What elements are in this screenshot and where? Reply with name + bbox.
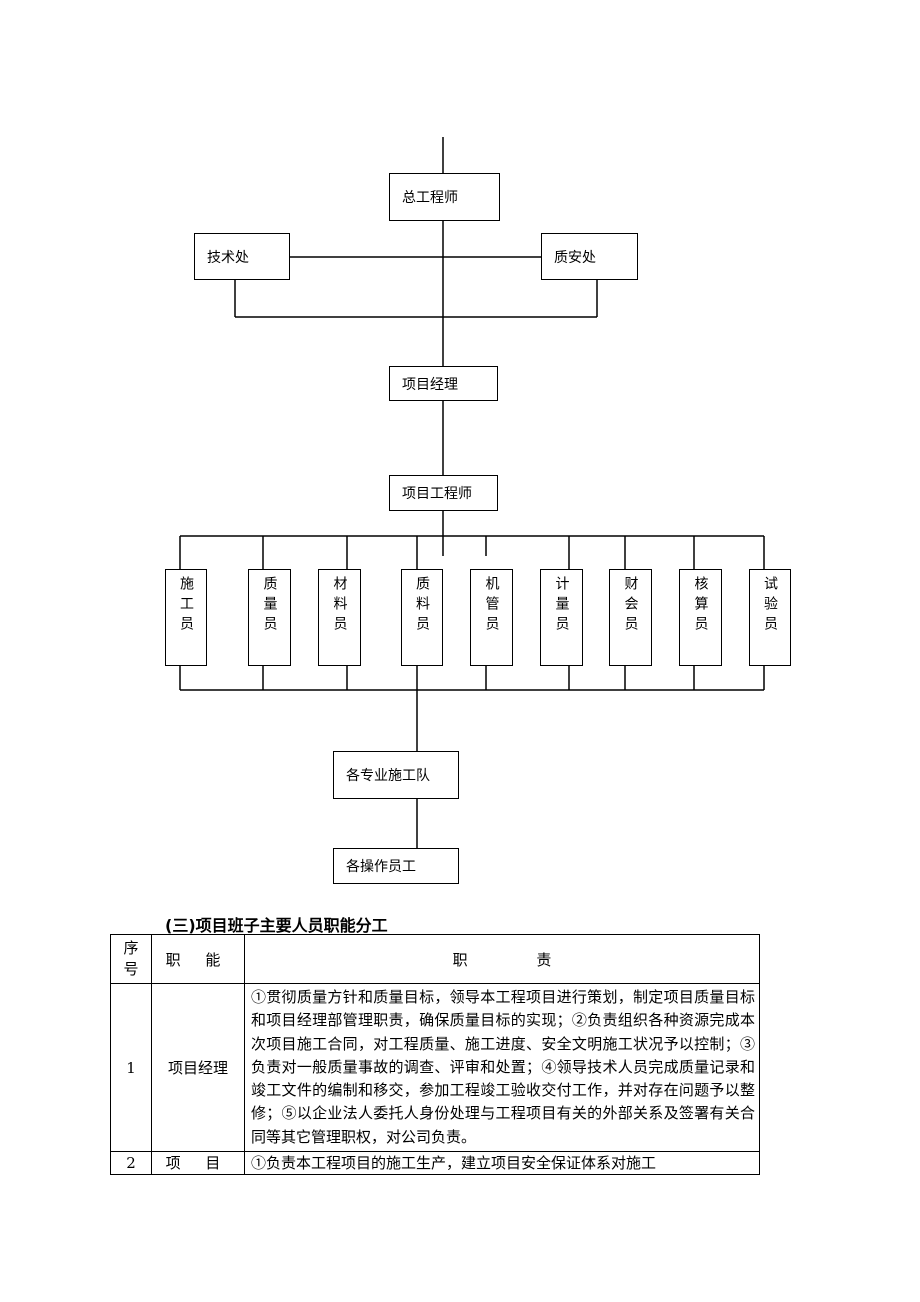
row-no: 1 [110, 982, 152, 1153]
row-duty-text: ①贯彻质量方针和质量目标，领导本工程项目进行策划，制定项目质量目标和项目经理部管… [251, 988, 755, 1146]
header-function-text: 职 能 [165, 950, 231, 969]
section-title: (三)项目班子主要人员职能分工 [165, 916, 388, 935]
staff-label-quality-material: 质料员 [414, 576, 430, 636]
staff-box-materials: 材料员 [318, 569, 361, 666]
header-no: 序号 [110, 934, 152, 984]
row-duty-text: ①负责本工程项目的施工生产，建立项目安全保证体系对施工 [251, 1154, 657, 1173]
staff-box-testing: 试验员 [749, 569, 791, 666]
table-row: 1 项目经理 ①贯彻质量方针和质量目标，领导本工程项目进行策划，制定项目质量目标… [110, 982, 760, 1153]
quality-safety-dept-box: 质安处 [541, 233, 638, 280]
staff-box-costing: 核算员 [679, 569, 722, 666]
staff-label-metering: 计量员 [553, 576, 570, 636]
org-chart: 总工程师 技术处 质安处 项目经理 项目工程师 施工员 质量员 材料员 质料员 … [165, 137, 791, 884]
duty-table: 序号 职 能 职 责 1 项目经理 ①贯彻质量方针和质量目标，领导本工程项目进行… [110, 934, 760, 1176]
staff-label-costing: 核算员 [692, 576, 709, 636]
org-chart-connectors [179, 137, 765, 848]
workers-box: 各操作员工 [333, 848, 459, 884]
row-duty: ①负责本工程项目的施工生产，建立项目安全保证体系对施工 [244, 1151, 760, 1176]
row-function: 项目经理 [151, 982, 245, 1153]
header-duty-text: 职 责 [452, 950, 584, 969]
staff-box-metering: 计量员 [540, 569, 583, 666]
tech-dept-box: 技术处 [194, 233, 290, 280]
row-duty: ①贯彻质量方针和质量目标，领导本工程项目进行策划，制定项目质量目标和项目经理部管… [244, 982, 760, 1153]
staff-label-quality: 质量员 [261, 576, 278, 636]
staff-label-construction: 施工员 [178, 576, 194, 636]
project-manager-label: 项目经理 [402, 376, 458, 393]
header-no-text: 序号 [123, 939, 139, 978]
staff-box-quality: 质量员 [248, 569, 291, 666]
staff-label-testing: 试验员 [762, 576, 778, 636]
staff-label-machinery: 机管员 [483, 576, 500, 636]
quality-safety-dept-label: 质安处 [554, 249, 596, 266]
staff-box-accounting: 财会员 [609, 569, 652, 666]
project-engineer-label: 项目工程师 [402, 486, 472, 502]
staff-box-machinery: 机管员 [470, 569, 513, 666]
chief-engineer-box: 总工程师 [389, 173, 500, 221]
row-function-text: 项 目 [165, 1154, 231, 1173]
teams-label: 各专业施工队 [346, 768, 430, 784]
tech-dept-label: 技术处 [207, 249, 249, 266]
row-no: 2 [110, 1151, 152, 1176]
project-engineer-box: 项目工程师 [389, 475, 498, 511]
staff-box-construction: 施工员 [165, 569, 207, 666]
teams-box: 各专业施工队 [333, 751, 459, 799]
project-manager-box: 项目经理 [389, 366, 498, 401]
header-function: 职 能 [151, 934, 245, 984]
table-row: 2 项 目 ①负责本工程项目的施工生产，建立项目安全保证体系对施工 [110, 1151, 760, 1176]
header-duty: 职 责 [244, 934, 760, 984]
row-function: 项 目 [151, 1151, 245, 1176]
workers-label: 各操作员工 [346, 859, 416, 875]
staff-label-accounting: 财会员 [622, 576, 639, 636]
chief-engineer-label: 总工程师 [402, 190, 458, 206]
table-header-row: 序号 职 能 职 责 [110, 934, 760, 984]
staff-box-quality-material: 质料员 [401, 569, 443, 666]
staff-label-materials: 材料员 [331, 576, 348, 636]
